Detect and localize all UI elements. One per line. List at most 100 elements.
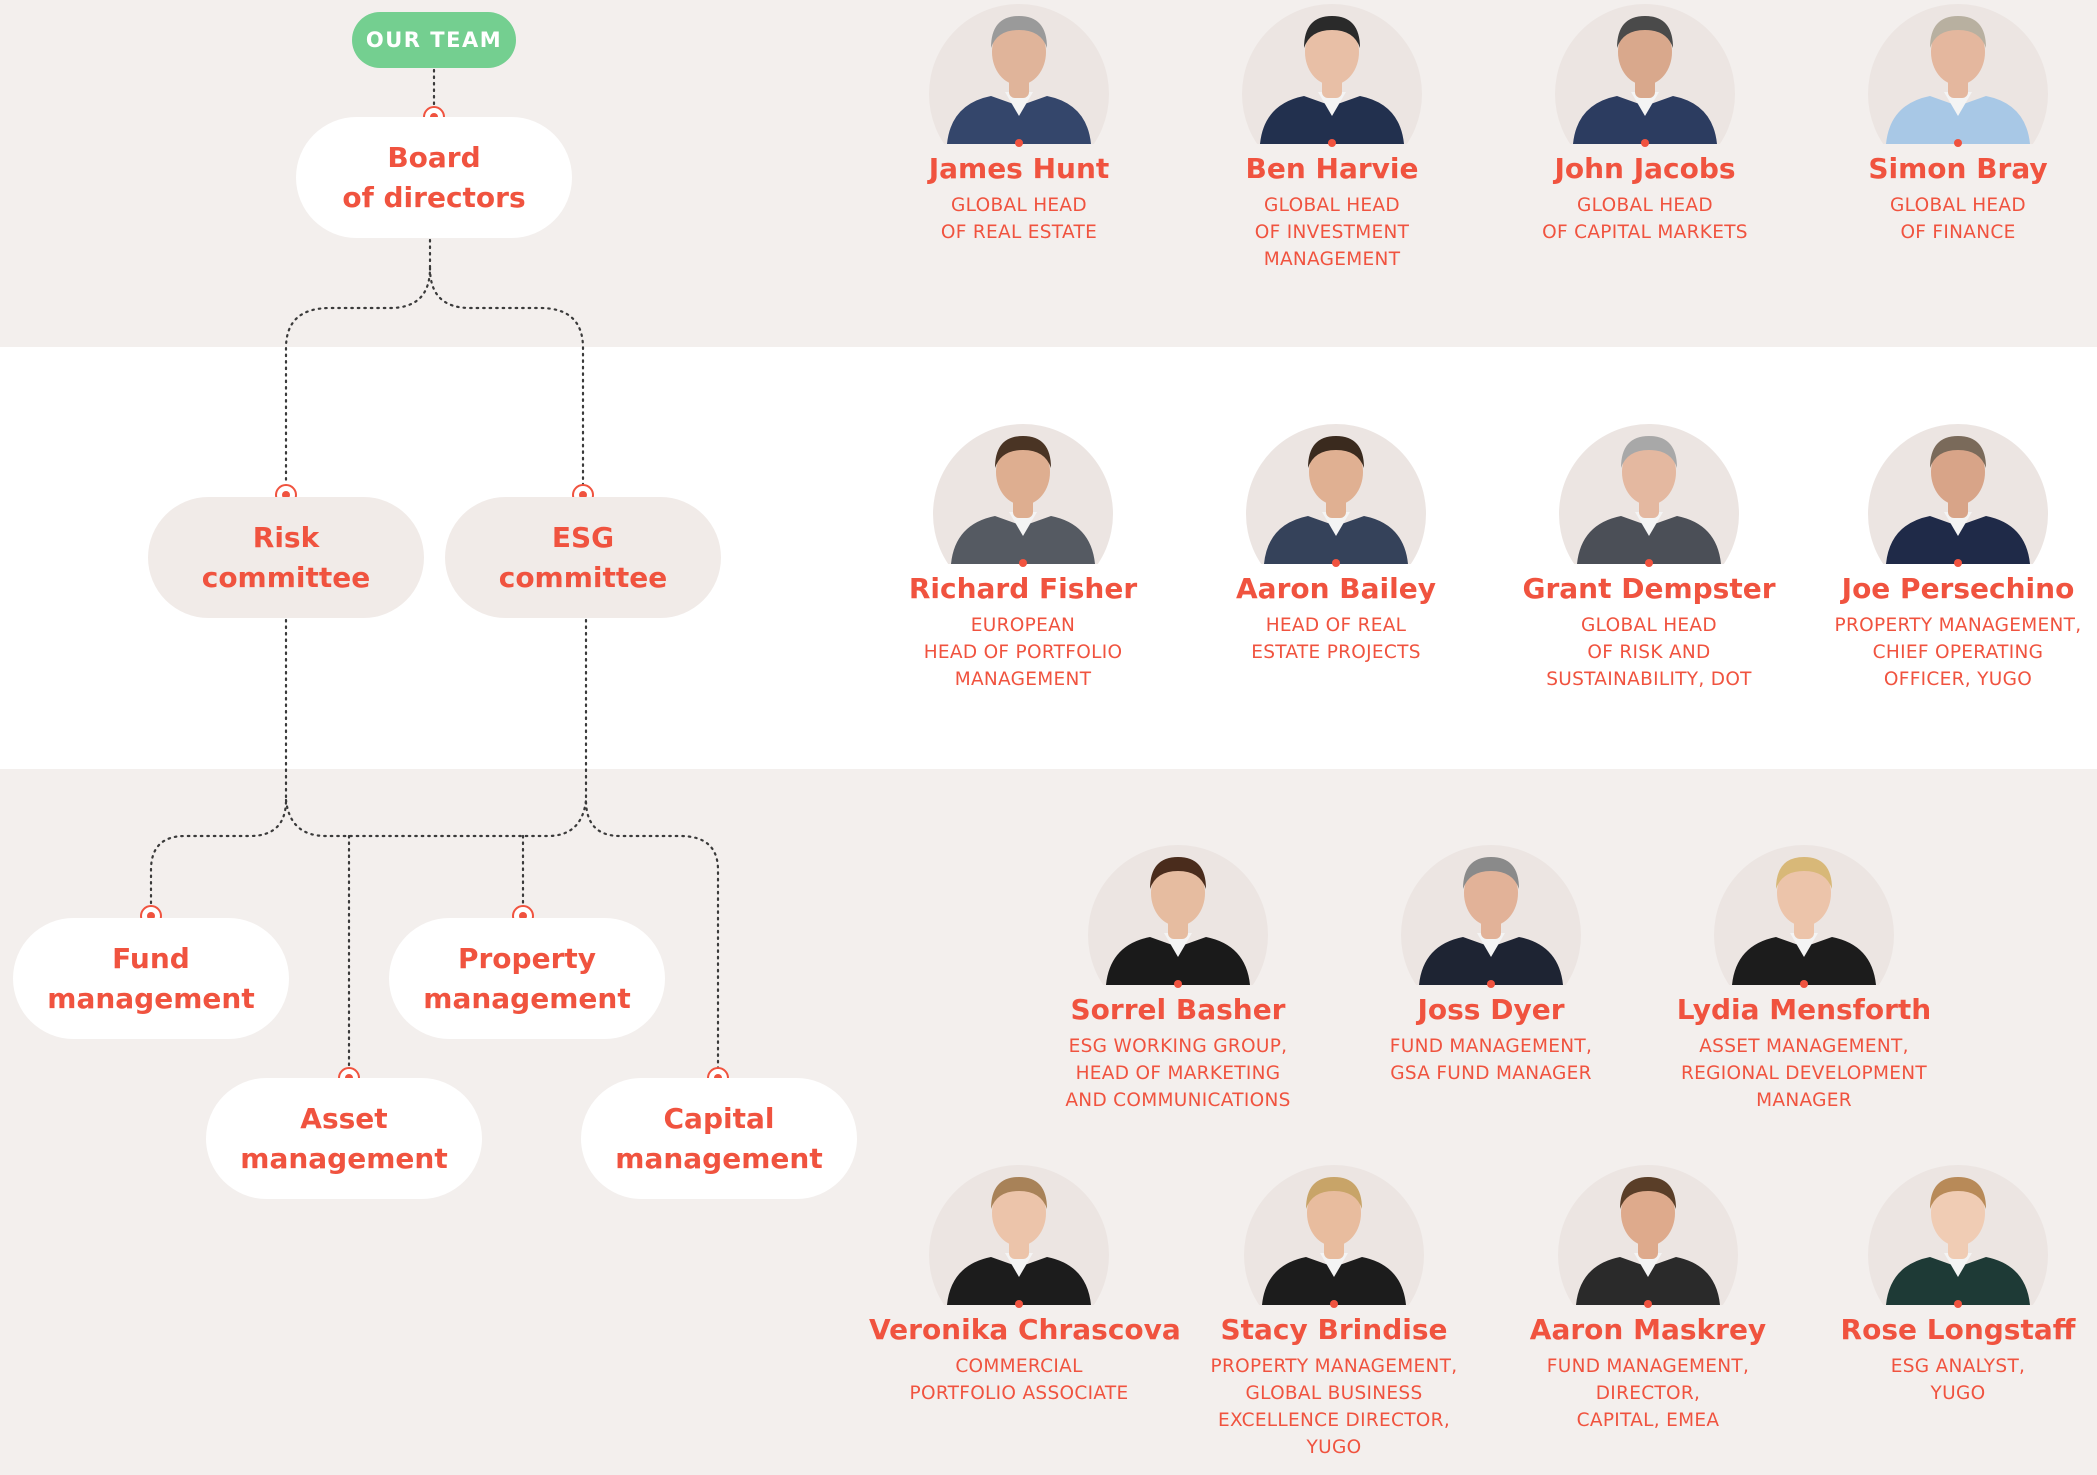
member-role-line: EUROPEAN: [970, 615, 1076, 636]
portrait-photo: [1868, 4, 2048, 147]
member-role-line: OFFICER, YUGO: [1883, 669, 2033, 690]
member-role: COMMERCIAL PORTFOLIO ASSOCIATE: [869, 1353, 1169, 1407]
portrait-photo: [1555, 4, 1735, 147]
member-role-line: MANAGEMENT: [1263, 249, 1401, 270]
member-role-line: EXCELLENCE DIRECTOR,: [1217, 1410, 1450, 1431]
portrait-photo: [1559, 424, 1739, 567]
member-name: James Hunt: [928, 152, 1110, 185]
portrait-marker-dot: [1487, 980, 1495, 988]
member-name: Sorrel Basher: [1070, 993, 1286, 1026]
member-role-line: PORTFOLIO ASSOCIATE: [909, 1383, 1129, 1404]
portrait-marker-dot: [1641, 139, 1649, 147]
member-role-line: HEAD OF REAL: [1265, 615, 1407, 636]
member-role: GLOBAL HEAD OF INVESTMENT MANAGEMENT: [1182, 192, 1482, 273]
member-role-line: ESTATE PROJECTS: [1251, 642, 1421, 663]
member-name: Joe Persechino: [1841, 572, 2075, 605]
member-name: Aaron Bailey: [1236, 572, 1436, 605]
member-role: GLOBAL HEAD OF FINANCE: [1808, 192, 2097, 246]
member-role-line: FUND MANAGEMENT,: [1546, 1356, 1750, 1377]
org-chart-connectors: [149, 68, 720, 1072]
portrait-photo: [933, 424, 1113, 567]
member-role: ASSET MANAGEMENT, REGIONAL DEVELOPMENT MAN…: [1654, 1033, 1954, 1114]
member-role-line: FUND MANAGEMENT,: [1389, 1036, 1593, 1057]
member-role-line: GSA FUND MANAGER: [1390, 1063, 1592, 1084]
member-role-line: OF REAL ESTATE: [940, 222, 1098, 243]
member-role-line: ESG WORKING GROUP,: [1068, 1036, 1288, 1057]
member-role-line: GLOBAL HEAD: [1890, 195, 2026, 216]
member-name: Simon Bray: [1868, 152, 2048, 185]
portrait-marker-dot: [1019, 559, 1027, 567]
member-role-line: OF RISK AND: [1587, 642, 1711, 663]
member-role: FUND MANAGEMENT, GSA FUND MANAGER: [1341, 1033, 1641, 1087]
member-role-line: YUGO: [1930, 1383, 1986, 1404]
member-name: Lydia Mensforth: [1676, 993, 1932, 1026]
portrait-marker-dot: [1645, 559, 1653, 567]
portrait-marker-dot: [1330, 1300, 1338, 1308]
member-role-line: GLOBAL HEAD: [1264, 195, 1400, 216]
portrait-marker-dot: [1800, 980, 1808, 988]
portrait-photo: [1714, 845, 1894, 988]
member-role-line: COMMERCIAL: [955, 1356, 1083, 1377]
member-role-line: OF FINANCE: [1900, 222, 2016, 243]
member-role-line: GLOBAL HEAD: [1577, 195, 1713, 216]
member-role-line: CAPITAL, EMEA: [1576, 1410, 1720, 1431]
portrait-photo: [929, 1165, 1109, 1308]
portrait-marker-dot: [1644, 1300, 1652, 1308]
member-role-line: OF INVESTMENT: [1254, 222, 1410, 243]
portrait-photo: [929, 4, 1109, 147]
member-name: John Jacobs: [1554, 152, 1736, 185]
member-role-line: MANAGEMENT: [954, 669, 1092, 690]
portrait-marker-dot: [1174, 980, 1182, 988]
member-name: Grant Dempster: [1522, 572, 1776, 605]
portrait-marker-dot: [1015, 139, 1023, 147]
member-role-line: REGIONAL DEVELOPMENT: [1680, 1063, 1927, 1084]
member-name: Aaron Maskrey: [1529, 1313, 1767, 1346]
portrait-photo: [1558, 1165, 1738, 1308]
our-team-tag: OUR TEAM: [352, 12, 516, 68]
member-role-line: MANAGER: [1756, 1090, 1852, 1111]
portrait-marker-dot: [1328, 139, 1336, 147]
member-name: Ben Harvie: [1245, 152, 1419, 185]
member-name: Richard Fisher: [908, 572, 1138, 605]
member-role-line: ESG ANALYST,: [1890, 1356, 2026, 1377]
portrait-photo: [1868, 1165, 2048, 1308]
member-role-line: YUGO: [1306, 1437, 1362, 1458]
member-role-line: AND COMMUNICATIONS: [1065, 1090, 1291, 1111]
member-role: FUND MANAGEMENT, DIRECTOR, CAPITAL, EMEA: [1498, 1353, 1798, 1434]
portrait-photo: [1242, 4, 1422, 147]
portrait-marker-dot: [1332, 559, 1340, 567]
member-role-line: OF CAPITAL MARKETS: [1542, 222, 1748, 243]
portrait-marker-dot: [1954, 559, 1962, 567]
portrait-photo: [1088, 845, 1268, 988]
member-role-line: ASSET MANAGEMENT,: [1699, 1036, 1909, 1057]
portrait-marker-dot: [1954, 1300, 1962, 1308]
member-role-line: DIRECTOR,: [1595, 1383, 1701, 1404]
portrait-marker-dot: [1015, 1300, 1023, 1308]
portrait-photo: [1246, 424, 1426, 567]
member-role-line: SUSTAINABILITY, DOT: [1546, 669, 1752, 690]
